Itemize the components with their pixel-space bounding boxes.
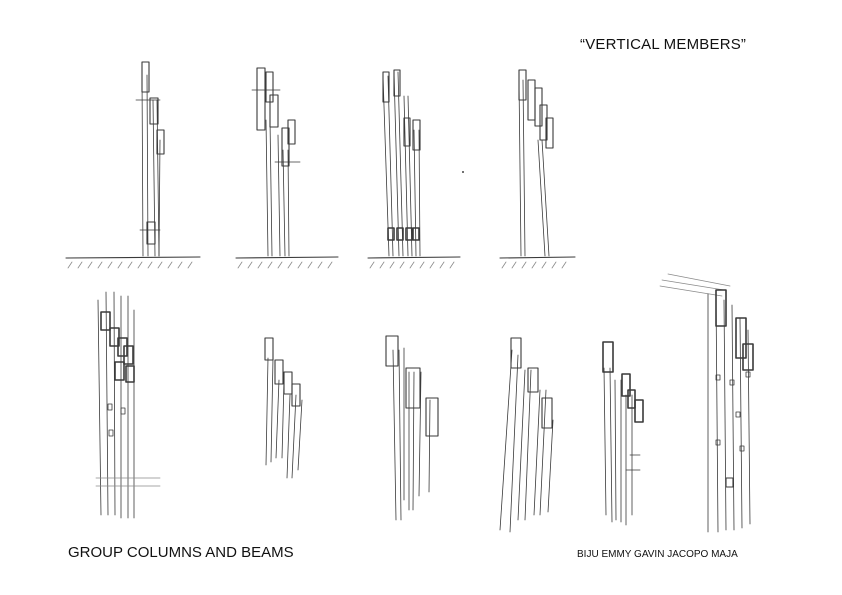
sketch-elevation-3 xyxy=(367,69,464,269)
sketch-perspective-1 xyxy=(95,291,161,519)
sketch-perspective-5 xyxy=(602,341,644,526)
sketch-perspective-4 xyxy=(499,337,554,533)
sketch-perspective-3 xyxy=(385,335,439,521)
sketch-perspective-2 xyxy=(264,337,303,479)
sheet-title: “VERTICAL MEMBERS” xyxy=(580,36,747,53)
sketch-perspective-6 xyxy=(659,273,754,533)
sketch-elevation-4 xyxy=(499,69,576,269)
sketch-elevation-1 xyxy=(65,61,201,269)
sketch-elevation-2 xyxy=(235,67,339,269)
sheet-subtitle: GROUP COLUMNS AND BEAMS xyxy=(68,544,294,561)
team-credits: BIJU EMMY GAVIN JACOPO MAJA xyxy=(577,549,738,560)
